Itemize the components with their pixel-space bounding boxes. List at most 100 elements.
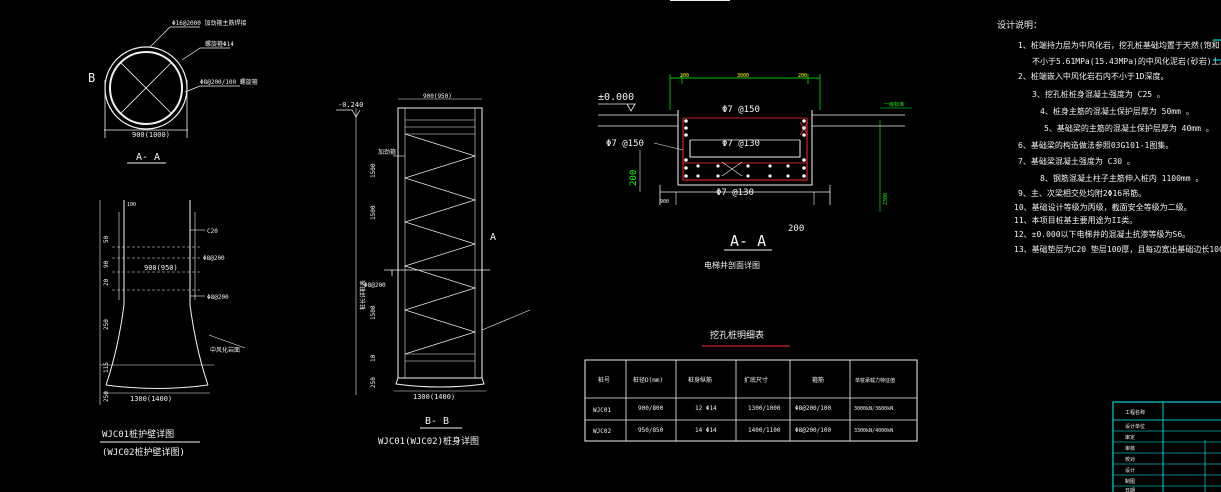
notes-line-5: 5、基础梁的主筋的混凝土保护层厚为 40mm 。 (1044, 123, 1214, 133)
pile-label-1: Φ8@200 (203, 255, 225, 262)
circle-dim-text: 900(1000) (132, 131, 170, 139)
pile-label-3: Φ8@200 (207, 294, 229, 301)
aa-bar-4: Φ7 @130 (716, 188, 754, 198)
tb-cell-0: 工程名称 (1125, 409, 1145, 416)
aa-elev: ±0.000 (598, 92, 634, 103)
table-cell-1-4: Φ8@200/100 (795, 427, 832, 434)
table-cell-0-4: Φ8@200/100 (795, 405, 832, 412)
bb-left-label: 桩长详桩表 (359, 280, 367, 310)
table-header-3: 扩底尺寸 (744, 376, 768, 384)
tb-cell-1: 设计单位 (1125, 423, 1145, 430)
notes-line-11: 11、本项目桩基主要用途为II类。 (1014, 215, 1137, 225)
bb-dim-0: 1500 (370, 163, 377, 178)
pile-dim-4: 115 (103, 362, 110, 373)
table-cell-1-5: 3300kN/4000kN (854, 428, 893, 434)
bb-side-label: 加劲箍 (378, 148, 396, 156)
aa-top-dim-1: 3000 (737, 73, 749, 79)
tb-cell-4: 校对 (1125, 456, 1135, 463)
table-cell-1-1: 950/850 (638, 427, 664, 434)
table-title: 挖孔桩明细表 (710, 329, 764, 341)
notes-title: 设计说明： (997, 19, 1042, 31)
leader-top-text: Φ16@2000 加劲箍主筋焊接 (172, 19, 247, 27)
table-cell-0-5: 3000kN/3600kN (854, 406, 893, 412)
bb-dim-1: 1500 (370, 205, 377, 220)
bb-cut-letter: A (490, 232, 496, 243)
pile-dim-6: 100 (127, 202, 136, 208)
bb-dim-4: 250 (370, 377, 377, 388)
tb-cell-6: 制图 (1125, 478, 1135, 485)
aa-tag: 一级标准 (884, 101, 904, 108)
title-block: 工程名称 设计单位 审定 审核 校对 设计 制图 日期 (1112, 401, 1221, 492)
circle-section-letter: B (88, 71, 95, 85)
aa-left-dim: 200 (629, 170, 639, 186)
pile-title-1: WJC01桩护壁详图 (102, 428, 174, 440)
aa-right-dim: 2300 (883, 193, 889, 205)
leader-right-text: Φ8@200/100 螺旋箍 (200, 78, 258, 86)
table-cell-0-1: 900/800 (638, 405, 664, 412)
table-cell-1-3: 1400/1100 (748, 427, 781, 434)
notes-line-2: 2、桩端嵌入中风化岩石内不小于1D深度。 (1018, 71, 1168, 81)
aa-caption: 电梯井剖面详图 (704, 260, 760, 270)
leader-mid-text: 螺旋箍Φ14 (205, 40, 234, 48)
pile-wall-view: C20 Φ8@200 900(950) Φ8@200 中风化岩面 50 90 2… (99, 200, 246, 458)
bb-section: -0.240 900(950) A 加劲箍 1500 1500 1500 10 … (336, 93, 531, 447)
notes-line-4: 4、桩身主筋的混凝土保护层厚为 50mm 。 (1040, 106, 1194, 116)
aa-bar-1: Φ7 @150 (722, 105, 760, 115)
notes-line-7: 7、基础梁混凝土强度为 C30 。 (1018, 156, 1135, 166)
bb-dim-3: 10 (370, 354, 377, 362)
table-header-5: 单桩承载力特征值 (855, 377, 895, 384)
pile-title-2: (WJC02桩护壁详图) (102, 446, 185, 458)
notes-line-8: 8、钢筋混凝土柱子主筋伸入桩内 1100mm 。 (1040, 173, 1203, 183)
notes-line-0: 1、桩端持力层为中风化岩，挖孔桩基础均置于天然(饱和)抗压强度标准值 (1018, 40, 1221, 50)
notes-line-10: 10、基础设计等级为丙级，截面安全等级为二级。 (1014, 202, 1192, 212)
pile-label-4: 中风化岩面 (210, 346, 240, 354)
tb-cell-3: 审核 (1125, 445, 1135, 452)
pile-table: 挖孔桩明细表 桩号 桩径D(mm) 桩身纵筋 扩底尺寸 箍筋 单桩承载力特征值 … (584, 329, 918, 442)
aa-top-dim-2: 200 (798, 73, 807, 79)
aa-bar-2: Φ7 @150 (606, 139, 644, 149)
bb-dim-2: 1500 (370, 305, 377, 320)
table-cell-0-3: 1300/1000 (748, 405, 781, 412)
table-cell-0-2: 12 Φ14 (695, 405, 717, 412)
table-header-4: 箍筋 (812, 376, 824, 384)
pile-dim-3: 250 (103, 319, 110, 330)
bb-bottom-dim: 1300(1400) (413, 393, 455, 401)
aa-title: A- A (730, 232, 766, 250)
pile-dim-1: 90 (103, 260, 110, 268)
notes-line-6: 6、基础梁的构造做法参照03G101-1图集。 (1018, 140, 1173, 150)
circle-section: B Φ16@2000 加劲箍主筋焊接 螺旋箍Φ14 Φ8@200/100 螺旋箍… (88, 19, 258, 164)
table-header-0: 桩号 (598, 376, 610, 384)
bb-leader-label: Φ8@200 (364, 282, 386, 289)
pile-inner-ring (109, 51, 183, 125)
notes-line-1: 不小于5.61MPa(15.43MPa)的中风化泥岩(砂岩)上。 (1032, 56, 1221, 66)
bb-top-dim: 900(950) (423, 93, 452, 100)
aa-bottom-dim-1: 200 (788, 224, 804, 234)
notes-line-9: 9、主、次梁相交处均附2Φ16吊筋。 (1018, 188, 1146, 198)
pile-label-0: C20 (207, 228, 218, 235)
notes-line-13: 13、基础垫层为C20 垫层100厚，且每边宽出基础边长100mm。 (1014, 244, 1221, 254)
pile-label-2: 900(950) (144, 264, 178, 272)
pile-bottom-dim: 1300(1400) (130, 395, 172, 403)
circle-section-title: A- A (136, 152, 160, 163)
aa-bar-3: Φ7 @130 (722, 139, 760, 149)
table-cell-0-0: WJC01 (593, 407, 611, 414)
design-notes: 设计说明： 1、桩端持力层为中风化岩，挖孔桩基础均置于天然(饱和)抗压强度标准值… (997, 19, 1221, 254)
tb-cell-2: 审定 (1125, 434, 1135, 441)
tb-cell-5: 设计 (1125, 467, 1135, 474)
tb-cell-7: 日期 (1125, 488, 1135, 492)
bb-title: B- B (425, 416, 449, 427)
aa-top-dim-0: 200 (680, 73, 689, 79)
bb-elev: -0.240 (338, 101, 363, 109)
pile-dim-5: 250 (103, 391, 110, 402)
notes-line-3: 3、挖孔桩桩身混凝土强度为 C25 。 (1032, 89, 1165, 99)
table-cell-1-0: WJC02 (593, 428, 611, 435)
aa-bottom-dim-0: 900 (660, 199, 669, 205)
table-header-2: 桩身纵筋 (688, 376, 712, 384)
bb-subtitle: WJC01(WJC02)桩身详图 (378, 435, 479, 447)
pile-dim-0: 50 (103, 235, 110, 243)
notes-line-12: 12、±0.000以下电梯井的混凝土抗渗等级为S6。 (1014, 229, 1190, 239)
rebar-dots (684, 119, 806, 178)
table-header-1: 桩径D(mm) (633, 376, 663, 384)
table-cell-1-2: 14 Φ14 (695, 427, 717, 434)
